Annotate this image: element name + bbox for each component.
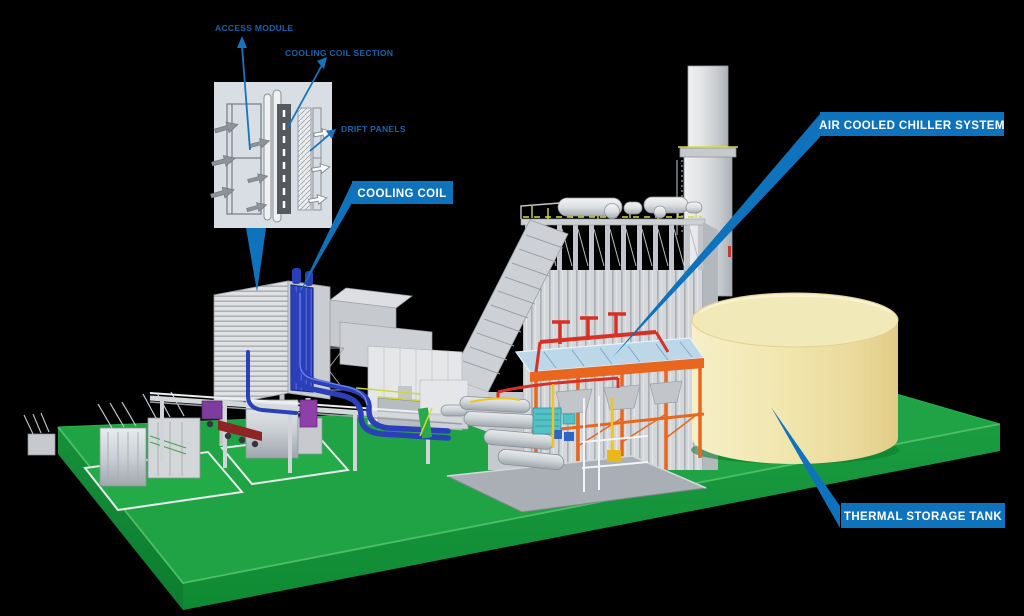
chiller-skid: [445, 376, 708, 513]
inset-diagram: [210, 82, 333, 228]
cooling-coil-label: COOLING COIL: [357, 188, 446, 200]
air-cooled-chiller-plant: [417, 312, 708, 513]
transformer-yard: [23, 391, 350, 512]
drift-panels-pointer-line: [309, 133, 331, 152]
tank-pointer: [771, 407, 840, 528]
cooling-coil-label-box: [352, 181, 453, 204]
small-vessel-left: [440, 404, 468, 417]
transformer-1: [99, 427, 147, 487]
steam-drum-2: [623, 201, 643, 215]
skid-base-edge: [446, 455, 707, 489]
thermal-storage-tank-label-box: [841, 503, 1005, 528]
chiller-pointer: [612, 114, 820, 358]
compressor-unit-2: [562, 413, 576, 425]
tank-top: [691, 292, 899, 348]
condenser-deck: [514, 312, 706, 474]
blue-pipe-run-1: [291, 290, 451, 441]
cooling-coil-section-label: COOLING COIL SECTION: [285, 48, 393, 58]
blue-pipe-highlight: [299, 293, 368, 406]
platform-front-right-face: [183, 424, 1000, 610]
truck-cab: [201, 400, 223, 420]
red-deck-piping: [534, 312, 670, 373]
yellow-box: [607, 450, 621, 462]
cooling-coil-pipes: [246, 290, 451, 441]
yellow-walkway-rail: [355, 387, 421, 395]
coil-section-pointer-line: [287, 64, 323, 128]
compressor-unit: [532, 407, 562, 435]
yellow-piping: [469, 384, 614, 458]
hrsg-top-rail: [520, 202, 561, 219]
truck-wheel-1: [206, 420, 214, 428]
drift-panels-arrowhead-icon: [326, 129, 336, 139]
stack-upper-section: [687, 65, 729, 153]
access-module-arrowhead-icon: [237, 36, 247, 48]
hrsg-top-beam: [520, 218, 706, 226]
coil-section-arrowhead-icon: [317, 57, 327, 69]
stack-platform-ring: [679, 147, 737, 158]
transformer-wires: [149, 435, 187, 455]
tank-top-highlight: [699, 294, 891, 314]
pump-2: [564, 432, 574, 441]
far-left-bushings: [23, 412, 50, 435]
cooling-coil-pointer: [297, 183, 352, 298]
inset-pipe-1: [263, 93, 272, 221]
access-module-label: ACCESS MODULE: [215, 23, 294, 33]
inset-coil-strip: [277, 104, 291, 214]
white-frame-posts: [581, 396, 649, 492]
refrigerant-vessels: [459, 396, 565, 471]
inset-to-building-pointer: [246, 228, 266, 292]
blue-pipe-loop: [246, 350, 298, 415]
drift-panels-label: DRIFT PANELS: [341, 124, 406, 134]
stack-red-marking: [728, 246, 731, 257]
access-module-pointer-line: [241, 45, 251, 151]
access-stairs: [417, 407, 433, 439]
hrsg-sloped-duct-ribs: [462, 234, 564, 375]
pump-1: [552, 430, 562, 439]
transformer-fins: [107, 422, 183, 484]
inset-right-frame: [312, 107, 322, 211]
far-left-transformer: [27, 433, 56, 456]
tank-body: [692, 320, 898, 464]
drum-sphere-2: [653, 205, 667, 219]
truck-flatbed: [218, 420, 262, 441]
callouts: ACCESS MODULE COOLING COIL SECTION DRIFT…: [215, 23, 1005, 528]
truck-wheel-2: [224, 432, 232, 440]
air-cooled-chiller-label: AIR COOLED CHILLER SYSTEM: [819, 120, 1005, 132]
thermal-storage-tank: [691, 292, 899, 464]
transformer-2: [147, 417, 201, 479]
drift-panel-hatch: [297, 107, 312, 211]
compressor-detail: [535, 413, 559, 427]
deck-orange-band: [530, 358, 704, 382]
delivery-truck: [201, 400, 262, 448]
coil-header-cap-2: [305, 271, 313, 286]
drum-sphere-1: [604, 203, 620, 219]
truck-wheel-3: [238, 436, 246, 444]
air-cooled-chiller-label-box: [820, 112, 1004, 136]
container-roof-rail: [377, 396, 427, 402]
thermal-storage-tank-label: THERMAL STORAGE TANK: [844, 511, 1002, 523]
airflow-in-arrows: [210, 121, 271, 213]
coil-header-cap-1: [292, 268, 301, 284]
steam-drums: [557, 196, 703, 219]
steam-drum-4: [685, 201, 703, 214]
purple-skid-unit: [299, 399, 318, 428]
filter-house-louver-face: [213, 280, 289, 408]
condenser-coil-lines: [543, 341, 693, 369]
truck-wheel-4: [251, 440, 259, 448]
